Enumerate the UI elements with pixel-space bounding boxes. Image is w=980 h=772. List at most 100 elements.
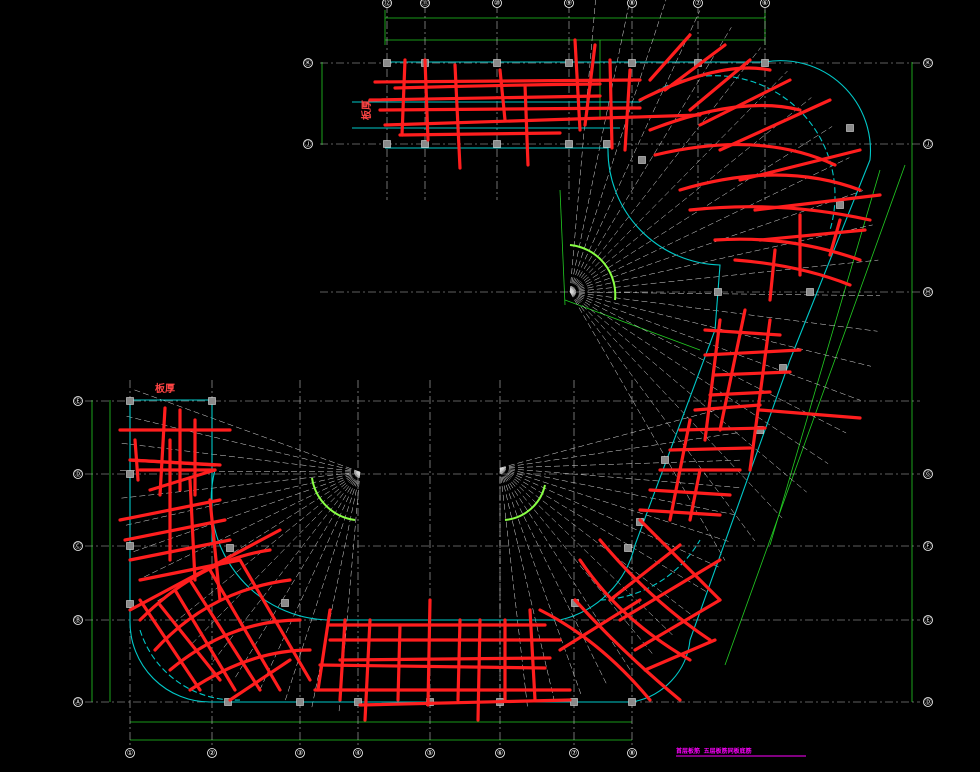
radial-line [569, 0, 596, 293]
axis-bubble-label: Ⓔ [925, 616, 932, 624]
axis-bubble-circle [923, 139, 933, 149]
axis-bubble-circle [73, 469, 83, 479]
column-marker [761, 59, 769, 67]
radial-line [569, 291, 807, 493]
axis-bubble-label: Ⓖ [925, 470, 932, 478]
axis-bubble-label: Ⓐ [75, 698, 82, 706]
axis-bubble-circle [420, 0, 430, 8]
radial-line [569, 291, 880, 296]
axis-bubble-label: ⑪ [422, 0, 429, 7]
radial-line [499, 467, 555, 702]
axis-bubble-circle [73, 396, 83, 406]
axis-bubble-label: ⑦ [695, 0, 701, 7]
radial-line [569, 0, 631, 293]
radial-line [235, 471, 361, 678]
column-marker [493, 59, 501, 67]
column-marker [208, 397, 216, 405]
radial-line [499, 467, 582, 695]
axis-bubble-circle [73, 615, 83, 625]
axis-bubble-circle [303, 139, 313, 149]
column-marker [779, 364, 787, 372]
top-slab-note: 板厚 [360, 100, 373, 120]
axis-bubble-circle [923, 541, 933, 551]
axis-bubble-label: ⑫ [384, 0, 391, 7]
axis-bubble-label: Ⓔ [75, 397, 82, 405]
axis-bubble-circle [693, 0, 703, 8]
axis-bubble-circle [923, 287, 933, 297]
axis-bubble-circle [569, 748, 579, 758]
axis-bubble-circle [295, 748, 305, 758]
axis-bubble-circle [760, 0, 770, 8]
axis-bubble-circle [353, 748, 363, 758]
column-marker [126, 600, 134, 608]
column-marker [126, 470, 134, 478]
rebar-sketch-lines [118, 33, 882, 722]
axis-bubble-label: Ⓕ [925, 542, 932, 550]
radial-line [569, 291, 872, 367]
axis-bubble-label: Ⓙ [305, 140, 312, 148]
column-marker [354, 698, 362, 706]
radial-line [144, 471, 361, 578]
column-marker [126, 542, 134, 550]
column-marker [126, 397, 134, 405]
radial-line [569, 47, 761, 293]
column-marker [836, 201, 844, 209]
radial-line [499, 405, 732, 469]
axis-bubble-label: ⑩ [494, 0, 500, 7]
column-marker [383, 140, 391, 148]
radial-line [569, 291, 755, 542]
radial-line [499, 432, 738, 469]
axis-bubble-label: ② [209, 749, 215, 757]
column-marker [224, 698, 232, 706]
radial-line [569, 224, 873, 293]
radial-line [499, 467, 736, 516]
axis-bubble-label: ⑥ [497, 749, 503, 757]
axis-bubble-label: ⑤ [427, 749, 433, 757]
column-marker [565, 59, 573, 67]
axis-bubble-circle [73, 697, 83, 707]
axis-bubble-circle [627, 0, 637, 8]
axis-bubble-label: Ⓓ [925, 698, 932, 706]
axis-bubble-label: ③ [297, 749, 303, 757]
axis-bubble-label: Ⓗ [925, 288, 932, 296]
column-marker [638, 156, 646, 164]
axis-bubble-circle [492, 0, 502, 8]
axis-bubble-circle [923, 697, 933, 707]
radial-line [499, 459, 740, 469]
axis-bubble-circle [564, 0, 574, 8]
column-marker [628, 59, 636, 67]
radial-center-arcs [311, 244, 617, 521]
slab-outline [129, 60, 872, 703]
axis-bubble-circle [207, 748, 217, 758]
axis-bubble-label: Ⓓ [75, 470, 82, 478]
radial-line [569, 70, 788, 293]
radial-line [569, 291, 726, 561]
radial-line [569, 291, 847, 434]
column-marker [806, 288, 814, 296]
column-marker [296, 698, 304, 706]
axis-bubble-label: Ⓚ [925, 59, 932, 67]
column-marker [603, 140, 611, 148]
column-marker [628, 698, 636, 706]
column-marker [493, 140, 501, 148]
axis-bubble-circle [125, 748, 135, 758]
radial-line [499, 467, 719, 568]
radial-line [569, 0, 667, 293]
column-marker [421, 140, 429, 148]
axis-bubble-label: ⑧ [629, 749, 635, 757]
drawing-caption: 首层板筋 五层板筋同板底筋 [676, 747, 752, 755]
radial-line [569, 291, 878, 332]
radial-line [499, 467, 729, 542]
column-marker [383, 59, 391, 67]
axis-bubble-label: ⑦ [571, 749, 577, 757]
radial-line [569, 157, 850, 293]
radial-line [125, 471, 361, 526]
axis-bubble-label: ⑨ [566, 0, 572, 7]
column-marker [226, 544, 234, 552]
axis-bubble-circle [495, 748, 505, 758]
radial-line [499, 467, 691, 615]
radial-line [499, 467, 607, 684]
column-marker [281, 599, 289, 607]
